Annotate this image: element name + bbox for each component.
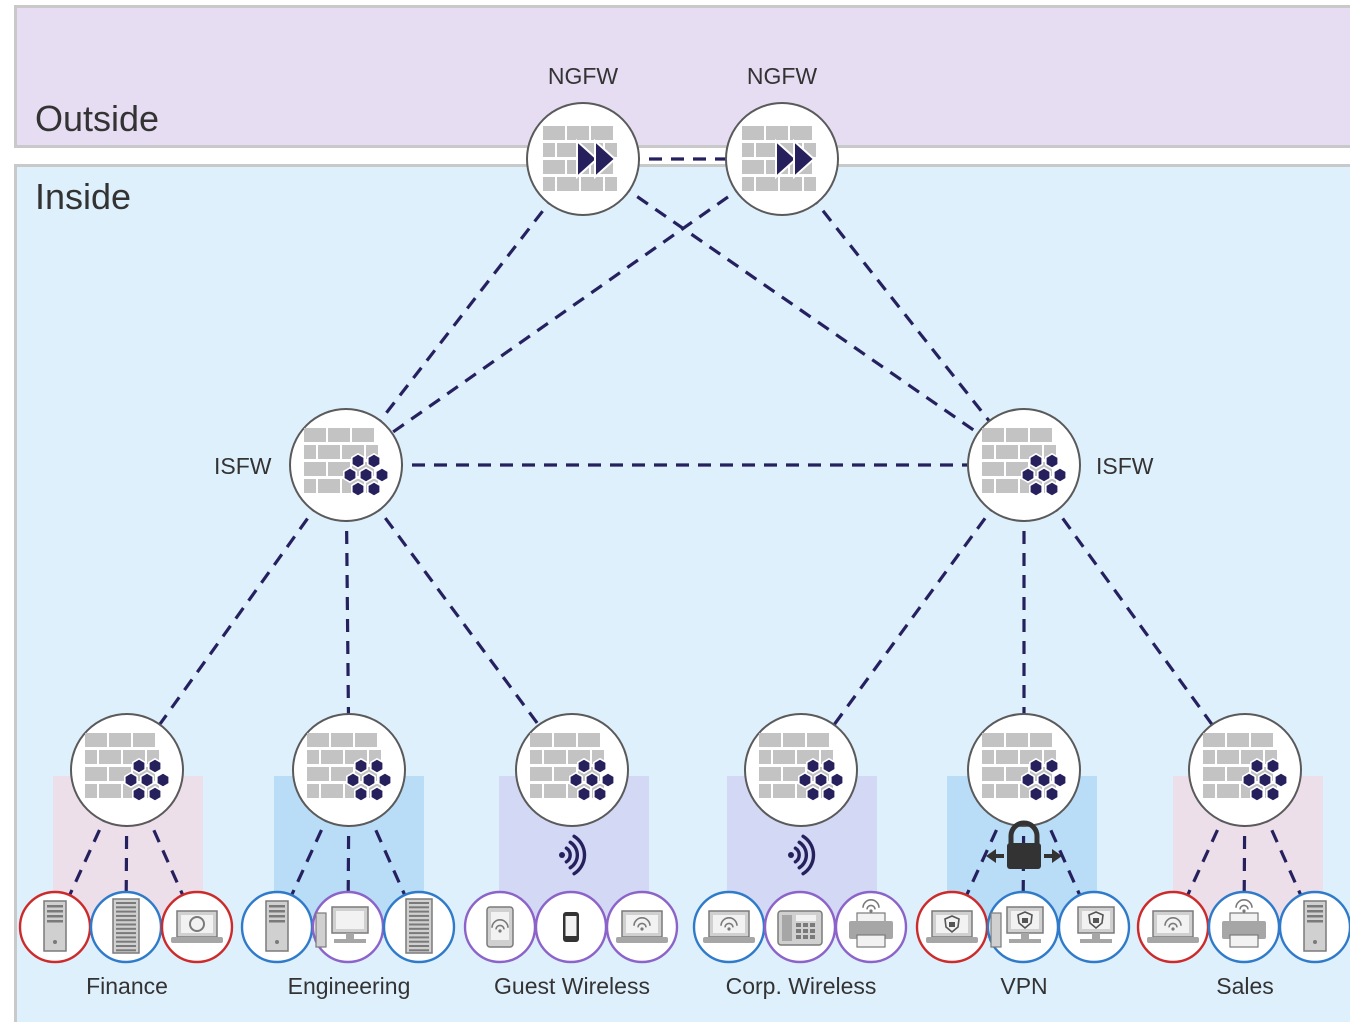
outside-zone-label: Outside xyxy=(35,98,160,139)
outside-zone xyxy=(14,5,1350,148)
segment-firewall-0 xyxy=(70,713,184,827)
device-ip-phone-icon xyxy=(763,890,837,964)
segment-firewall-3 xyxy=(744,713,858,827)
wireless-icon xyxy=(559,834,587,876)
link-isfw-segment xyxy=(125,464,348,771)
link-ngfw-isfw xyxy=(345,157,783,467)
device-laptop-secure-icon xyxy=(915,890,989,964)
isfw-left-label: ISFW xyxy=(214,453,272,479)
link-ngfw-isfw xyxy=(780,158,1026,466)
inside-zone-label: Inside xyxy=(35,176,132,217)
segment-firewall-4 xyxy=(967,713,1081,827)
device-desktop-secure-icon xyxy=(986,890,1060,964)
ngfw-left-node xyxy=(526,102,640,216)
link-ngfw-isfw xyxy=(582,157,1025,467)
vpn-lock-icon xyxy=(986,820,1062,869)
segment-firewall-5 xyxy=(1188,713,1302,827)
ngfw-right-node xyxy=(725,102,839,216)
segment-firewall-2 xyxy=(515,713,629,827)
device-printer-wifi-icon xyxy=(1207,890,1281,964)
device-tablet-wifi-icon xyxy=(463,890,537,964)
isfw-left-node xyxy=(289,408,403,522)
link-isfw-segment xyxy=(1022,464,1247,771)
device-monitor-secure-icon xyxy=(1057,890,1131,964)
wireless-icon xyxy=(788,834,816,876)
ngfw-right-label: NGFW xyxy=(746,63,818,89)
device-server-rack-icon xyxy=(89,890,163,964)
device-laptop-wifi-icon xyxy=(1136,890,1210,964)
isfw-right-label: ISFW xyxy=(1096,453,1154,479)
ngfw-left-label: NGFW xyxy=(547,63,619,89)
device-smartphone-icon xyxy=(534,890,608,964)
device-laptop-wifi-icon xyxy=(692,890,766,964)
device-printer-wifi-icon xyxy=(834,890,908,964)
nodes xyxy=(18,102,1350,964)
link-isfw-segment xyxy=(344,464,574,771)
links xyxy=(53,157,1317,928)
device-desktop-pc-icon xyxy=(311,890,385,964)
segment-firewall-1 xyxy=(292,713,406,827)
link-ngfw-isfw xyxy=(344,158,585,466)
link-isfw-segment xyxy=(799,464,1026,771)
device-laptop-disc-icon xyxy=(160,890,234,964)
segment-label-guest-wireless: Guest Wireless xyxy=(494,973,650,999)
device-server-tower-icon xyxy=(1278,890,1350,964)
segment-label-finance: Finance xyxy=(86,973,168,999)
inside-zone xyxy=(14,164,1350,1022)
device-server-tower-icon xyxy=(18,890,92,964)
device-laptop-wifi-icon xyxy=(605,890,679,964)
segment-label-engineering: Engineering xyxy=(287,973,411,999)
segment-label-sales: Sales xyxy=(1216,973,1274,999)
isfw-right-node xyxy=(967,408,1081,522)
segment-label-vpn: VPN xyxy=(1000,973,1048,999)
segment-label-corp-wireless: Corp. Wireless xyxy=(725,973,877,999)
device-server-rack-icon xyxy=(382,890,456,964)
device-server-tower-icon xyxy=(240,890,314,964)
